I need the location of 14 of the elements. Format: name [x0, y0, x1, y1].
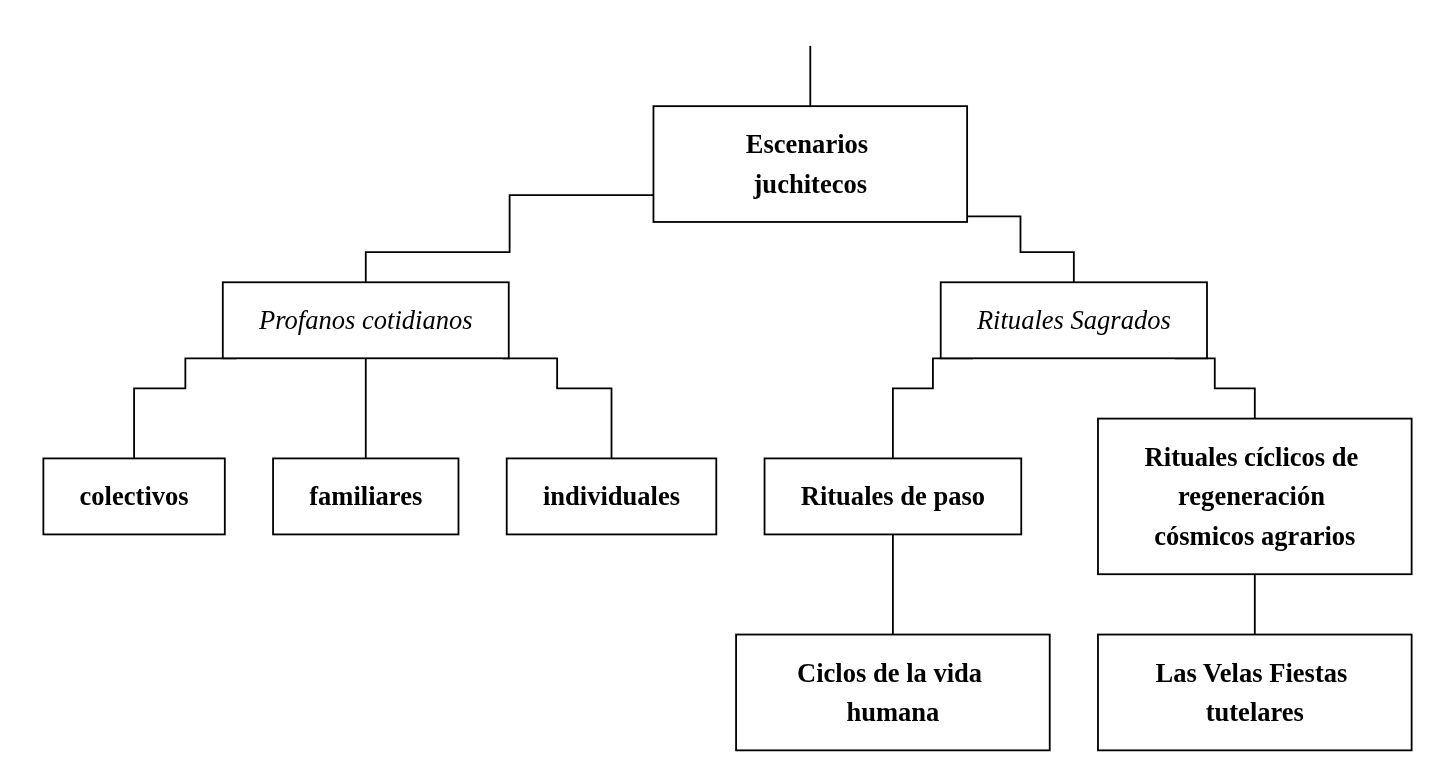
connector [892, 533, 894, 636]
connector [809, 44, 812, 108]
node-box: Profanos cotidianos [221, 281, 510, 360]
node-box: Escenarios juchitecos [652, 105, 968, 223]
node-box: colectivos [42, 457, 226, 536]
connector [364, 357, 367, 460]
node-box: Ciclos de la vida humana [735, 633, 1051, 752]
node-box: Rituales cíclicos de regeneración cósmicos agrarios [1097, 417, 1413, 576]
node-box: Las Velas Fiestas tutelares [1097, 633, 1413, 752]
connector [1253, 573, 1256, 636]
node-box: Rituales de paso [763, 457, 1023, 536]
node-box: familiares [272, 457, 460, 536]
node-box: individuales [505, 457, 718, 536]
node-box: Rituales Sagrados [939, 281, 1208, 360]
